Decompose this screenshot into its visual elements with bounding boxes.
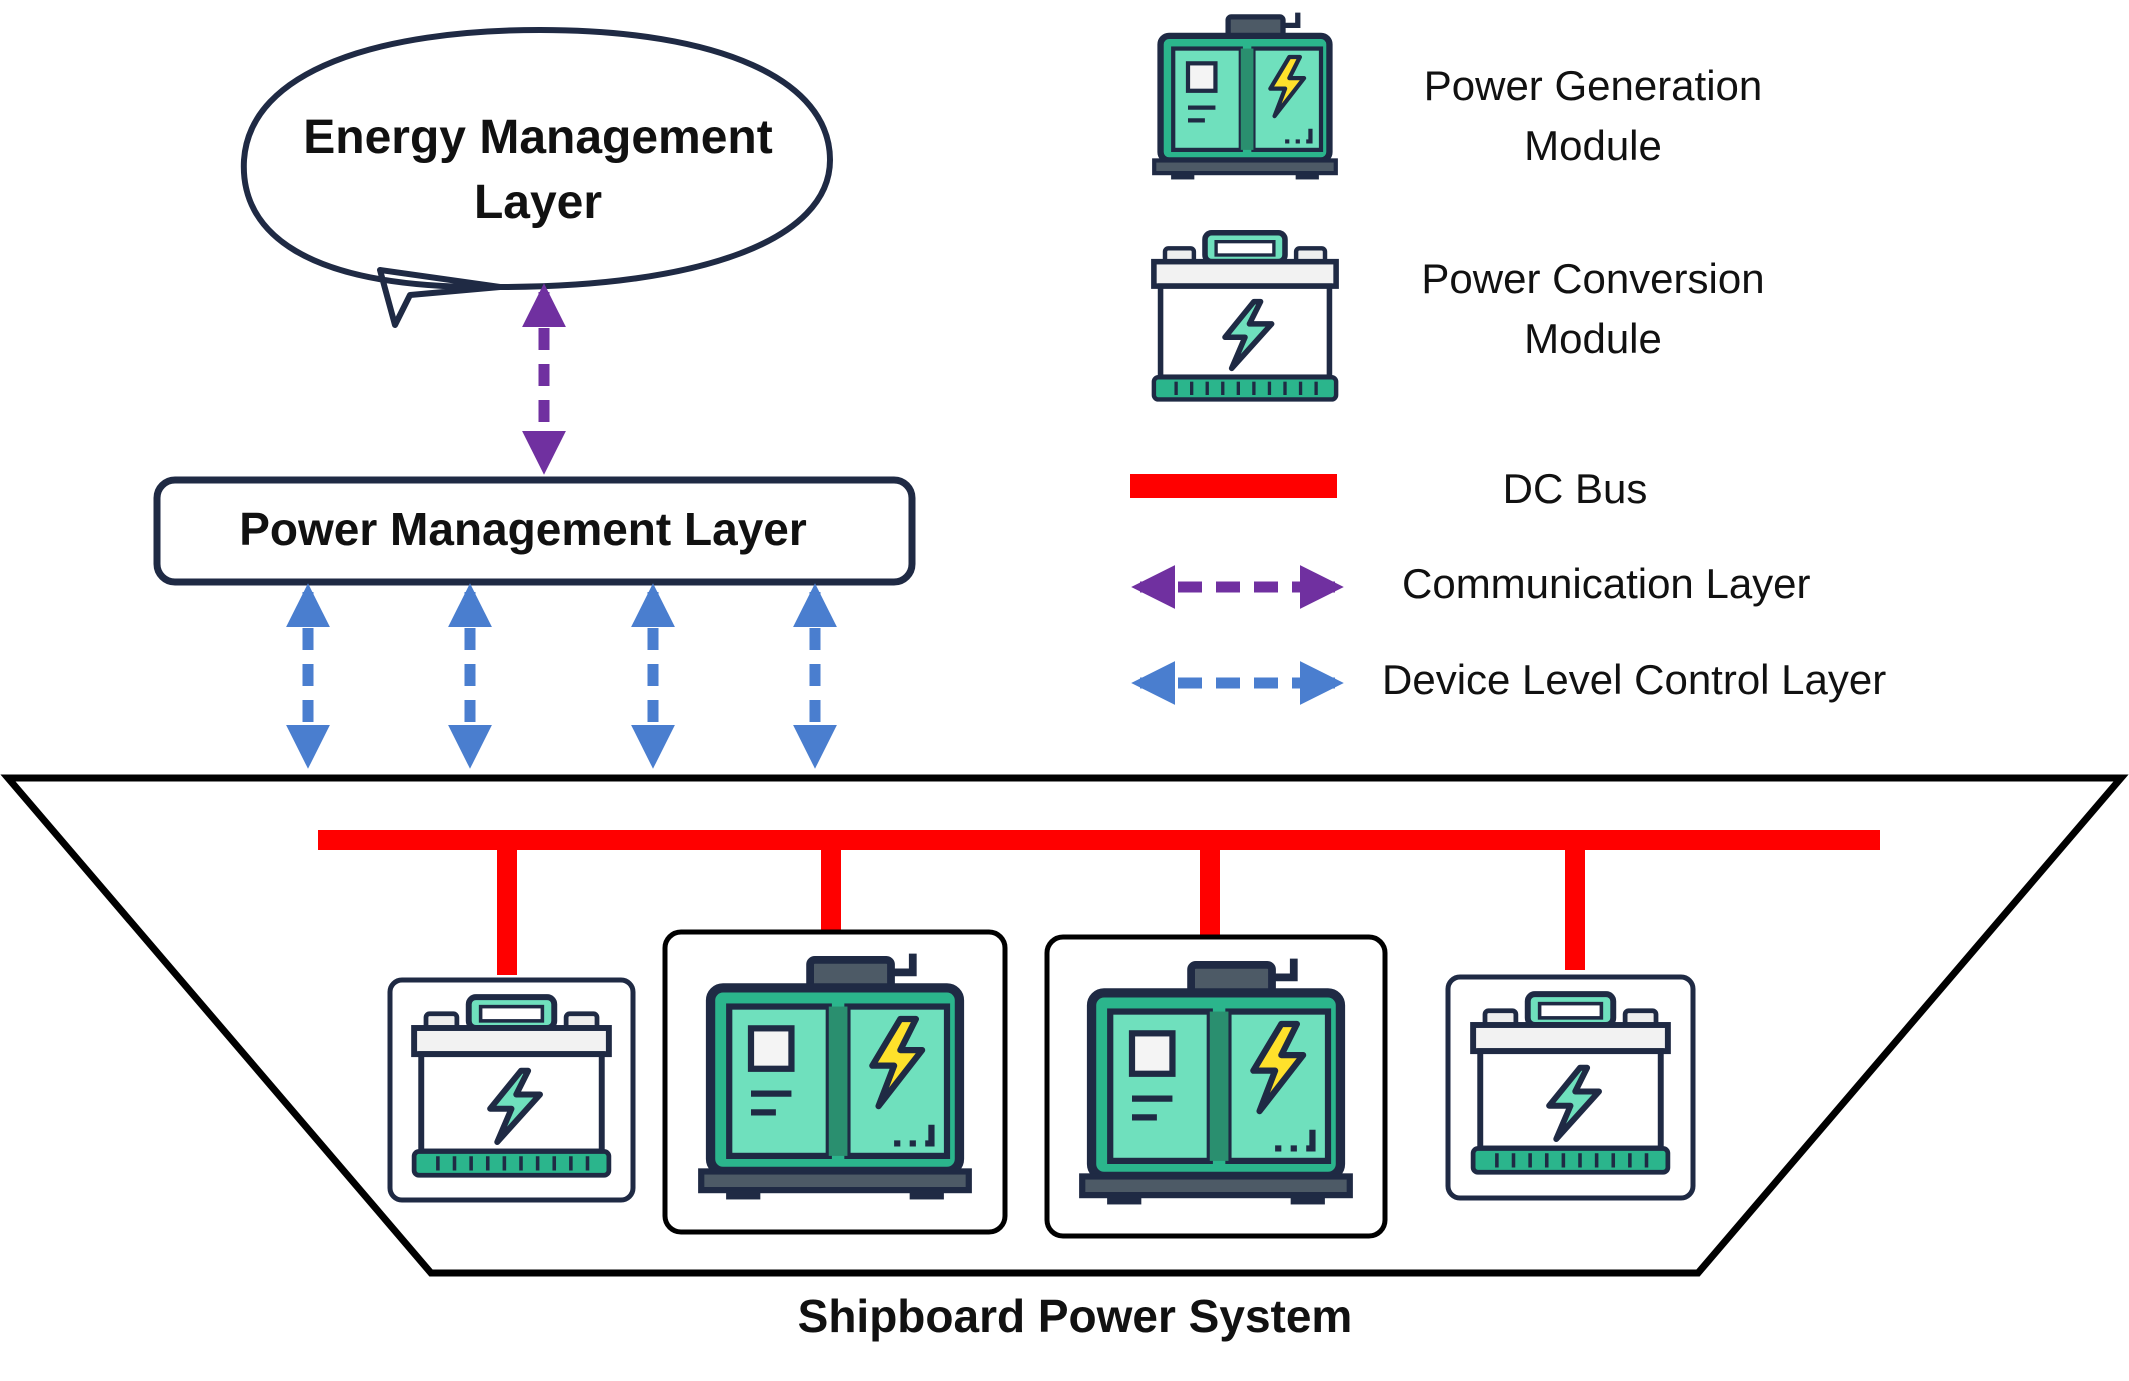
battery-icon: [414, 997, 609, 1175]
dc-bus-line: [318, 830, 1880, 850]
dc-bus-drop: [497, 850, 517, 975]
legend-generator-icon: [1154, 13, 1336, 180]
generator-icon: [701, 954, 969, 1200]
legend-conversion-line1: Power Conversion: [1421, 255, 1764, 302]
dc-bus-drop: [1565, 850, 1585, 970]
module-card-conversion-2: [1445, 974, 1696, 1201]
power-layer-box: [153, 476, 916, 586]
energy-layer-title-line1: Energy Management: [303, 111, 772, 164]
legend-dc-bus-label: DC Bus: [1503, 465, 1648, 512]
legend-device-control-label: Device Level Control Layer: [1382, 656, 1886, 703]
legend-generation-line1: Power Generation: [1424, 62, 1763, 109]
device-control-arrows: [286, 583, 837, 769]
shipboard-system-label: Shipboard Power System: [798, 1290, 1353, 1342]
module-card-generation-2: [1044, 934, 1388, 1239]
generator-icon: [1082, 959, 1350, 1205]
battery-icon: [1473, 994, 1668, 1172]
legend-conversion-line2: Module: [1524, 315, 1662, 362]
energy-management-layer: Energy Management Layer: [240, 27, 833, 328]
dc-bus-drop: [821, 850, 841, 935]
legend: Power Generation Module Power Conversion…: [1130, 13, 1886, 705]
legend-communication-label: Communication Layer: [1402, 560, 1811, 607]
dc-bus-drop: [1200, 850, 1220, 938]
legend-dc-bus-swatch: [1130, 474, 1337, 498]
power-layer-title: Power Management Layer: [239, 503, 807, 555]
speech-bubble-shape: [240, 27, 833, 328]
legend-generation-line2: Module: [1524, 122, 1662, 169]
energy-layer-title-line2: Layer: [474, 176, 602, 229]
power-management-layer: Power Management Layer: [153, 476, 916, 586]
module-card-generation-1: [662, 929, 1008, 1235]
module-card-conversion-1: [387, 977, 636, 1203]
dc-bus: [318, 830, 1880, 975]
legend-battery-icon: [1154, 233, 1336, 400]
